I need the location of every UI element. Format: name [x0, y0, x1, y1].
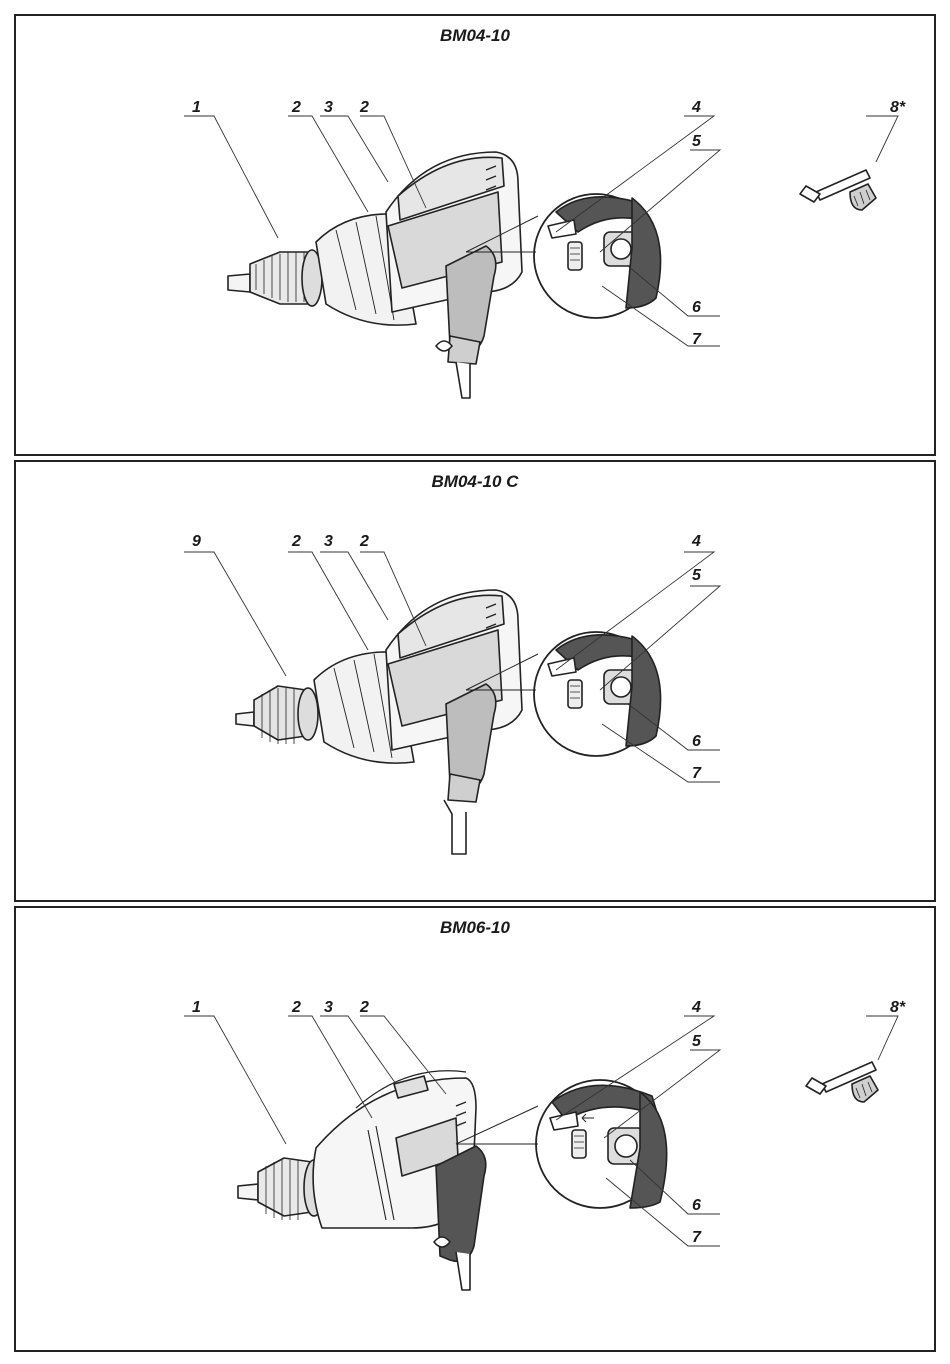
callout-2-left: 2	[292, 1000, 301, 1016]
panel-bm04-10-c: BM04-10 C	[14, 460, 936, 902]
callout-4: 4	[692, 534, 701, 550]
callout-5: 5	[692, 1034, 701, 1050]
drill-illustration	[16, 16, 934, 454]
callout-7: 7	[692, 332, 701, 348]
callout-7: 7	[692, 766, 701, 782]
callout-5: 5	[692, 134, 701, 150]
callout-4: 4	[692, 1000, 701, 1016]
callout-4: 4	[692, 100, 701, 116]
drill-illustration	[16, 462, 934, 900]
callout-6: 6	[692, 300, 701, 316]
callout-6: 6	[692, 1198, 701, 1214]
callout-8: 8*	[890, 1000, 905, 1016]
callout-1: 1	[192, 100, 201, 116]
callout-2-right: 2	[360, 1000, 369, 1016]
callout-5: 5	[692, 568, 701, 584]
callout-2-left: 2	[292, 100, 301, 116]
callout-7: 7	[692, 1230, 701, 1246]
callout-6: 6	[692, 734, 701, 750]
callout-3: 3	[324, 100, 333, 116]
panel-bm04-10: BM04-10	[14, 14, 936, 456]
callout-2-left: 2	[292, 534, 301, 550]
callout-3: 3	[324, 1000, 333, 1016]
callout-1: 1	[192, 1000, 201, 1016]
callout-2-right: 2	[360, 100, 369, 116]
panel-bm06-10: BM06-10	[14, 906, 936, 1352]
callout-8: 8*	[890, 100, 905, 116]
drill-illustration	[16, 908, 934, 1350]
callout-2-right: 2	[360, 534, 369, 550]
callout-9: 9	[192, 534, 201, 550]
callout-3: 3	[324, 534, 333, 550]
